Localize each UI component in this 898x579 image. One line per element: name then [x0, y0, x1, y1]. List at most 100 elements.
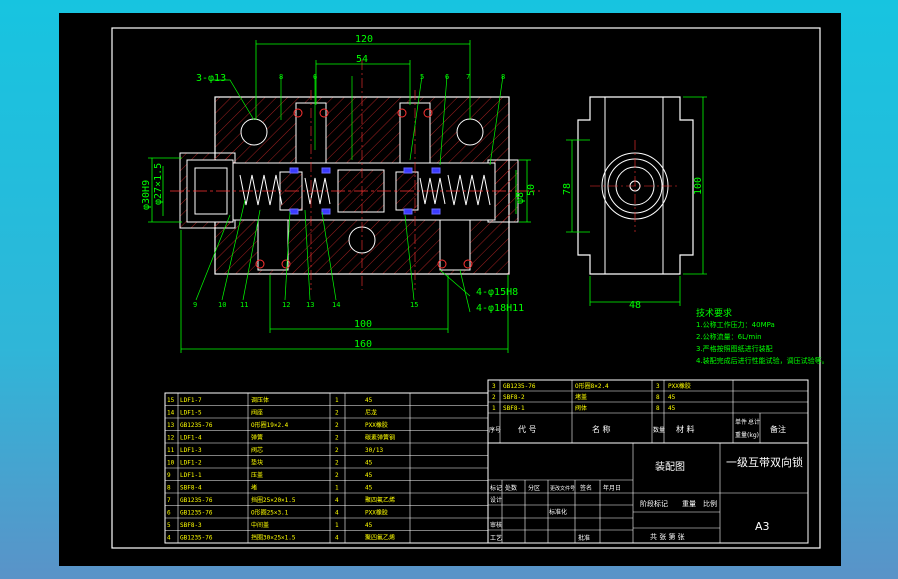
row-label-6: 年月日	[603, 484, 621, 492]
main-section-view: 120 54 100 160 φ30H9 φ27×1.5 50 φ8 3-φ13…	[141, 34, 540, 353]
scale-label: 比例	[703, 499, 717, 508]
row-label-2: 处数	[505, 484, 517, 492]
bom-r-qty-3: 8	[656, 405, 660, 412]
bom-r-no-3: 1	[492, 405, 496, 412]
dimension-lines	[148, 40, 531, 353]
bom-cell-code: LDF1-1	[180, 472, 202, 479]
bom-cell-no: 8	[167, 485, 171, 492]
bom-cell-mat: 聚四氟乙烯	[365, 534, 395, 542]
bom-cell-code: SBF8-3	[180, 522, 202, 529]
bom-h-qty: 数量	[653, 426, 665, 434]
bom-cell-no: 5	[167, 522, 171, 529]
bom-cell-no: 14	[167, 410, 175, 417]
dim-right-height: 50	[526, 184, 537, 196]
tech-req-item-2: 2.公称流量：6L/min	[696, 332, 762, 341]
balloon-bottom-5: 13	[306, 301, 314, 309]
sheets-label: 共 张 第 张	[650, 532, 685, 541]
bom-r-name-2: 堵盖	[575, 393, 587, 401]
bom-cell-qty: 2	[335, 435, 339, 442]
tech-req-item-3: 3.严格按照图纸进行装配	[696, 344, 773, 353]
bom-cell-qty: 2	[335, 460, 339, 467]
bom-r-mat-3: 45	[668, 405, 676, 412]
bom-cell-name: 挡圈25×20×1.5	[251, 496, 296, 504]
bom-cell-code: GB1235-76	[180, 510, 213, 517]
staff-label-4: 批准	[578, 534, 590, 542]
row-label-5: 签名	[580, 484, 592, 492]
side-dim-outer: 100	[693, 177, 704, 195]
bom-cell-code: GB1235-76	[180, 497, 213, 504]
side-flange	[604, 96, 664, 275]
bom-cell-name: O形圈19×2.4	[251, 421, 289, 429]
dim-120: 120	[355, 34, 373, 45]
bom-r-no-1: 3	[492, 383, 496, 390]
tech-req-item-4: 4.装配完成后进行性能试验，调压试验等。	[696, 356, 829, 365]
balloon-top-5: 7	[466, 73, 470, 81]
bom-h-weight: 重量(kg)	[735, 431, 759, 439]
row-label-4: 更改文件号	[550, 485, 575, 492]
bom-cell-name: 挡圈30×25×1.5	[251, 534, 296, 542]
bom-table-right: 3 GB1235-76 O形圈8×2.4 3 PXX橡胶 2 SBF8-2 堵盖…	[487, 379, 809, 444]
bom-cell-mat: 45	[365, 460, 373, 467]
bom-h-code: 代 号	[518, 424, 537, 434]
bom-r-name-1: O形圈8×2.4	[575, 382, 609, 390]
weight-label: 重量	[682, 500, 696, 508]
bom-r-code-2: SBF8-2	[503, 394, 525, 401]
bom-r-qty-1: 3	[656, 383, 660, 390]
standardize-label: 标准化	[549, 508, 567, 516]
balloon-top-4: 6	[445, 73, 449, 81]
bom-cell-mat: 45	[365, 522, 373, 529]
mount-hole-1	[240, 118, 268, 146]
bom-cell-name: 阀芯	[251, 446, 263, 454]
port-bottom-2	[439, 219, 471, 271]
bom-cell-name: 中间盖	[251, 521, 269, 529]
side-body-outline	[577, 96, 694, 275]
bom-r-mat-2: 45	[668, 394, 676, 401]
bom-cell-qty: 2	[335, 472, 339, 479]
bom-cell-code: SBF8-4	[180, 485, 202, 492]
dim-100: 100	[354, 319, 372, 330]
bom-cell-qty: 1	[335, 397, 339, 404]
mount-hole-2	[456, 118, 484, 146]
bom-cell-qty: 1	[335, 522, 339, 529]
bom-cell-mat: 聚四氟乙烯	[365, 496, 395, 504]
bom-cell-code: LDF1-7	[180, 397, 202, 404]
title-block: 装配图 一级互带双向锁 A3 阶段标记 重量 比例 共 张 第 张 标记 处数 …	[487, 442, 809, 544]
bom-cell-code: GB1235-76	[180, 422, 213, 429]
bom-cell-qty: 2	[335, 410, 339, 417]
balloon-top-2: 6	[313, 73, 317, 81]
dim-right-d: φ8	[515, 192, 526, 204]
dim-160: 160	[354, 339, 372, 350]
drawing-area	[59, 13, 841, 566]
bom-cell-no: 11	[167, 447, 175, 454]
bom-cell-qty: 1	[335, 485, 339, 492]
bom-cell-name: 压盖	[251, 471, 263, 479]
leader-lines	[195, 75, 504, 313]
bom-cell-mat: PXX橡胶	[365, 509, 388, 517]
bom-cell-name: 堵	[251, 484, 257, 492]
tech-req-title: 技术要求	[696, 307, 732, 319]
bom-cell-name: 阀座	[251, 409, 263, 417]
bom-cell-code: LDF1-5	[180, 410, 202, 417]
bom-cell-qty: 2	[335, 447, 339, 454]
bom-cell-qty: 2	[335, 422, 339, 429]
bom-cell-no: 13	[167, 422, 175, 429]
bom-cell-qty: 4	[335, 535, 339, 542]
bom-h-no: 序号	[489, 426, 501, 434]
seal-rings	[289, 167, 441, 215]
balloon-bottom-1: 9	[193, 301, 197, 309]
bom-cell-mat: 尼龙	[365, 409, 377, 417]
bom-cell-no: 15	[167, 397, 175, 404]
dim-left-bore2: φ27×1.5	[153, 163, 164, 205]
balloon-top-3: 5	[420, 73, 424, 81]
bom-h-unit: 单件	[735, 418, 747, 426]
bom-cell-code: LDF1-4	[180, 435, 202, 442]
balloon-bottom-7: 15	[410, 301, 418, 309]
sheet-size: A3	[755, 520, 770, 533]
bom-cell-mat: 碳素弹簧钢	[365, 434, 395, 442]
staff-label-1: 设计	[490, 496, 502, 504]
side-dimension-lines	[566, 96, 707, 306]
bom-r-no-2: 2	[492, 394, 496, 401]
product-name: 一级互带双向锁	[726, 455, 803, 469]
staff-label-3: 工艺	[490, 534, 502, 542]
